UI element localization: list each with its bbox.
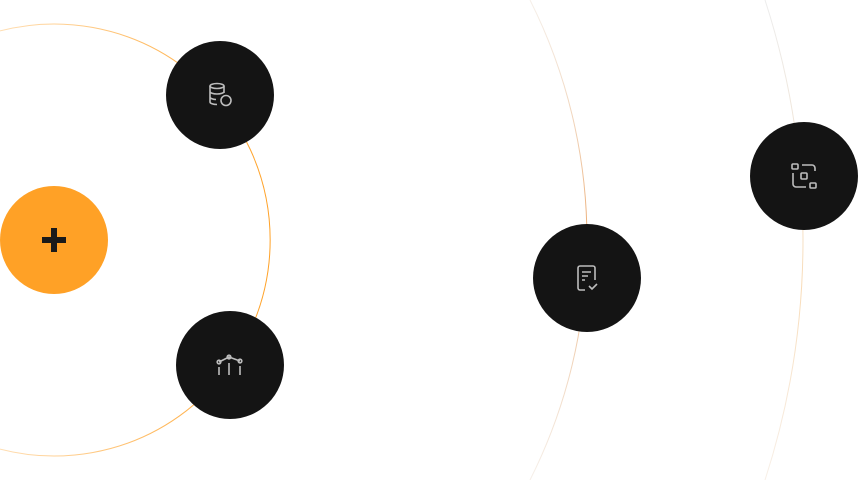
scan-node[interactable] [750,122,858,230]
analytics-node[interactable] [176,311,284,419]
database-node[interactable] [166,41,274,149]
inner-orbit [0,23,271,457]
document-check-icon [577,265,598,291]
outer-orbit [764,0,804,480]
document-check-node[interactable] [533,224,641,332]
plus-icon [42,228,66,252]
database-icon [209,82,232,107]
analytics-chart-icon [216,354,243,375]
scan-icon [791,163,817,189]
add-button[interactable] [0,186,108,294]
